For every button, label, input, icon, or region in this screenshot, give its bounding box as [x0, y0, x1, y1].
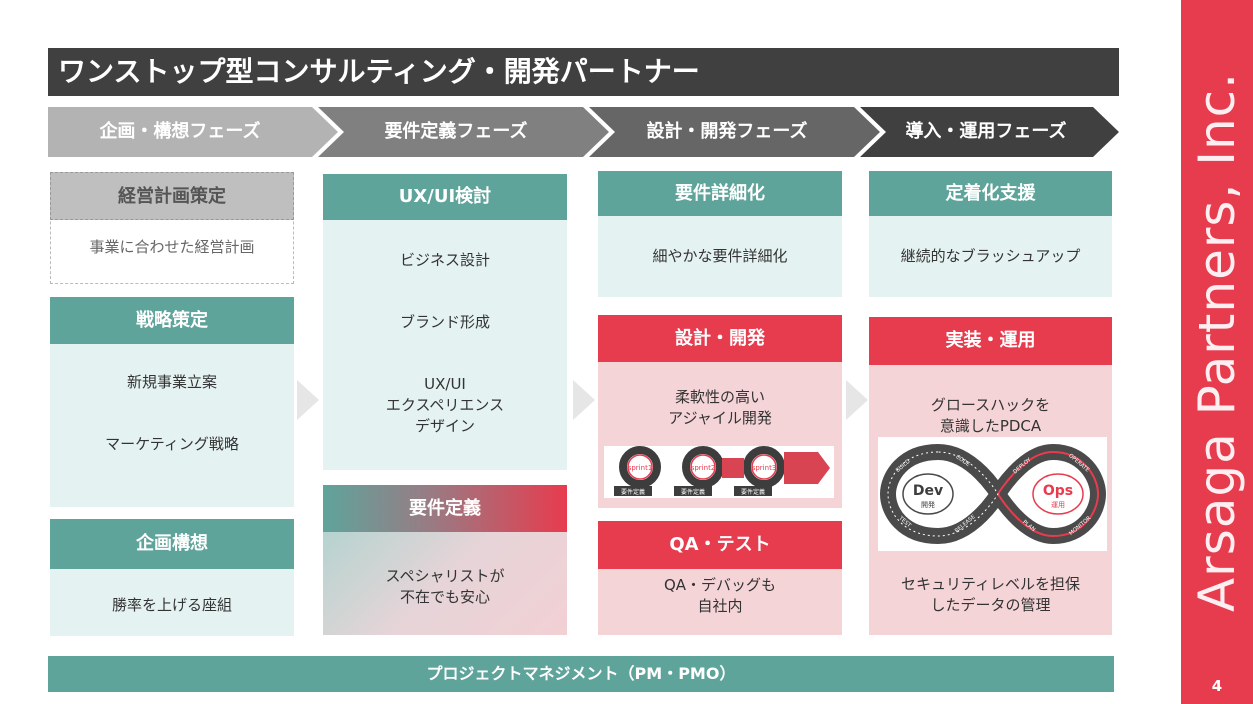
keiei-body: 事業に合わせた経営計画 — [89, 238, 255, 256]
teichaku-body: 継続的なブラッシュアップ — [900, 247, 1081, 265]
jissou-header: 実装・運用 — [869, 317, 1112, 365]
phase-label-3: 設計・開発フェーズ — [646, 121, 808, 142]
uxui-header: UX/UI検討 — [323, 174, 567, 220]
ops-label: Ops — [1043, 483, 1073, 499]
page-title: ワンストップ型コンサルティング・開発パートナー — [48, 48, 1119, 96]
teichaku-header: 定着化支援 — [869, 171, 1112, 216]
qa-header: QA・テスト — [598, 521, 842, 569]
senryaku-item-1: 新規事業立案 — [126, 373, 217, 391]
qa-body: QA・デバッグも 自社内 — [663, 576, 777, 615]
phase-label-2: 要件定義フェーズ — [384, 121, 528, 142]
sprint-label-1: 要件定義 — [621, 488, 645, 496]
page-number: 4 — [1211, 677, 1223, 695]
flow-chevron-3 — [846, 380, 868, 420]
devops-infinity-diagram: Dev 開発 Ops 運用 BUILD CODE DEPLOY OPERATE … — [878, 437, 1107, 551]
shousai-header: 要件詳細化 — [598, 171, 842, 216]
phase-arrow-2 — [318, 107, 609, 157]
uxui-item-2: ブランド形成 — [399, 313, 490, 331]
phase-arrow-1 — [48, 107, 338, 157]
flow-chevron-2 — [573, 380, 595, 420]
phase-arrow-bar — [48, 107, 1119, 157]
phase-arrow-4 — [860, 107, 1119, 157]
sekkei-body: 柔軟性の高い アジャイル開発 — [668, 388, 772, 427]
sekkei-header: 設計・開発 — [598, 315, 842, 362]
senryaku-item-2: マーケティング戦略 — [105, 435, 239, 453]
youken-body: スペシャリストが 不在でも安心 — [385, 567, 505, 606]
sprint-cycle-diagram: sprint1 sprint2 sprint3 要件定義 要件定義 要件定義 — [604, 446, 834, 498]
phase-arrow-3 — [589, 107, 880, 157]
pm-bar: プロジェクトマネジメント（PM・PMO） — [48, 656, 1114, 692]
uxui-card — [323, 174, 567, 470]
sprint-3-label: sprint3 — [752, 464, 777, 472]
jissou-body-1: グロースハックを 意識したPDCA — [930, 396, 1051, 435]
ops-sub-label: 運用 — [1051, 500, 1065, 509]
senryaku-header: 戦略策定 — [50, 297, 294, 344]
sprint-2 — [682, 446, 724, 488]
shousai-body: 細やかな要件詳細化 — [652, 247, 788, 265]
brand-name: Arsaga Partners, Inc. — [1188, 71, 1246, 613]
sprint-3 — [743, 446, 785, 488]
sprint-label-2: 要件定義 — [681, 488, 705, 496]
sprint-2-label: sprint2 — [691, 464, 716, 472]
dev-sub-label: 開発 — [921, 500, 935, 509]
sprint-1-label: sprint1 — [628, 464, 653, 472]
keiei-header: 経営計画策定 — [50, 172, 294, 220]
phase-label-1: 企画・構想フェーズ — [99, 121, 261, 142]
youken-header: 要件定義 — [323, 485, 567, 532]
flow-chevron-1 — [297, 380, 319, 420]
uxui-item-3: UX/UI エクスペリエンス デザイン — [385, 375, 505, 435]
kikaku-header: 企画構想 — [50, 519, 294, 569]
uxui-item-1: ビジネス設計 — [399, 251, 490, 269]
sprint-label-3: 要件定義 — [741, 488, 765, 496]
phase-label-4: 導入・運用フェーズ — [905, 121, 1067, 142]
dev-label: Dev — [913, 483, 943, 499]
sprint-1 — [619, 446, 661, 488]
jissou-body-2: セキュリティレベルを担保 したデータの管理 — [900, 575, 1081, 614]
kikaku-body: 勝率を上げる座組 — [111, 596, 232, 614]
brand-sidebar: Arsaga Partners, Inc. — [1181, 0, 1253, 704]
